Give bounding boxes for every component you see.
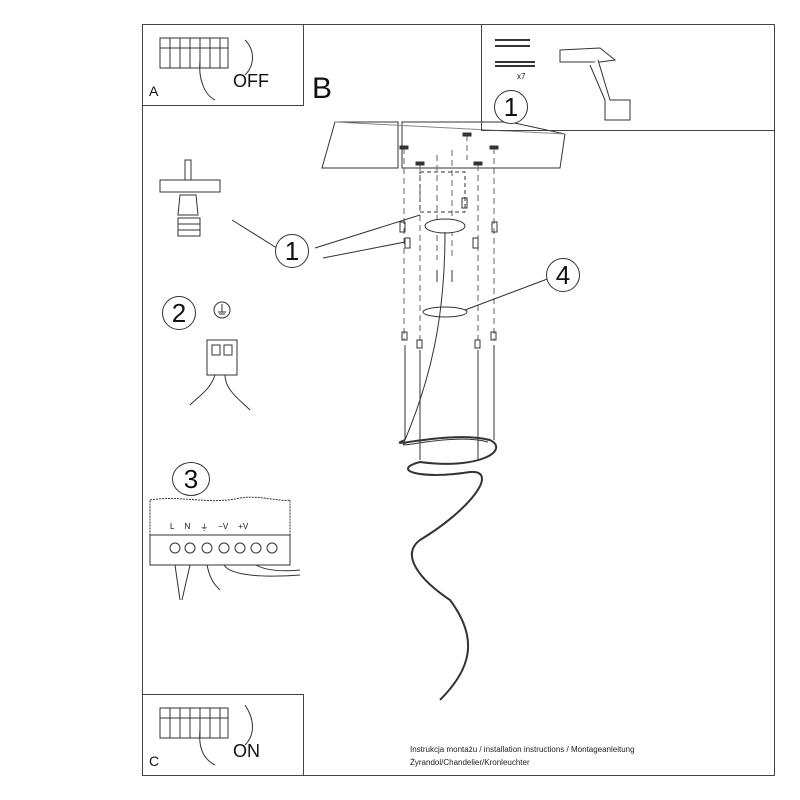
panel-c-power-on: C ON <box>142 694 304 776</box>
footer-instructions-title: Instrukcja montażu / installation instru… <box>410 745 635 754</box>
footer-product-name: Żyrandol/Chandelier/Kronleuchter <box>410 758 530 767</box>
tools-box: x7 <box>481 24 775 131</box>
terminal-plus-v: +V <box>238 522 249 531</box>
off-label: OFF <box>233 71 269 91</box>
terminal-labels: L N ⏚ −V +V <box>170 522 248 533</box>
step-1-tools-badge: 1 <box>494 90 528 124</box>
panel-b-letter: B <box>312 72 333 105</box>
terminal-l: L <box>170 522 175 531</box>
panel-c-letter: C <box>149 753 160 769</box>
step-4-badge: 4 <box>546 258 580 292</box>
step-2-badge: 2 <box>162 296 196 330</box>
ground-icon: ⏚ <box>200 523 209 532</box>
on-label: ON <box>233 741 260 761</box>
step-3-badge: 3 <box>172 462 210 496</box>
terminal-n: N <box>184 522 191 531</box>
panel-a-power-off: A OFF <box>142 24 304 106</box>
step-1-badge: 1 <box>275 234 309 268</box>
instruction-sheet-frame <box>142 24 775 776</box>
anchor-quantity: x7 <box>517 72 526 81</box>
terminal-minus-v: −V <box>218 522 229 531</box>
panel-a-letter: A <box>149 83 159 99</box>
